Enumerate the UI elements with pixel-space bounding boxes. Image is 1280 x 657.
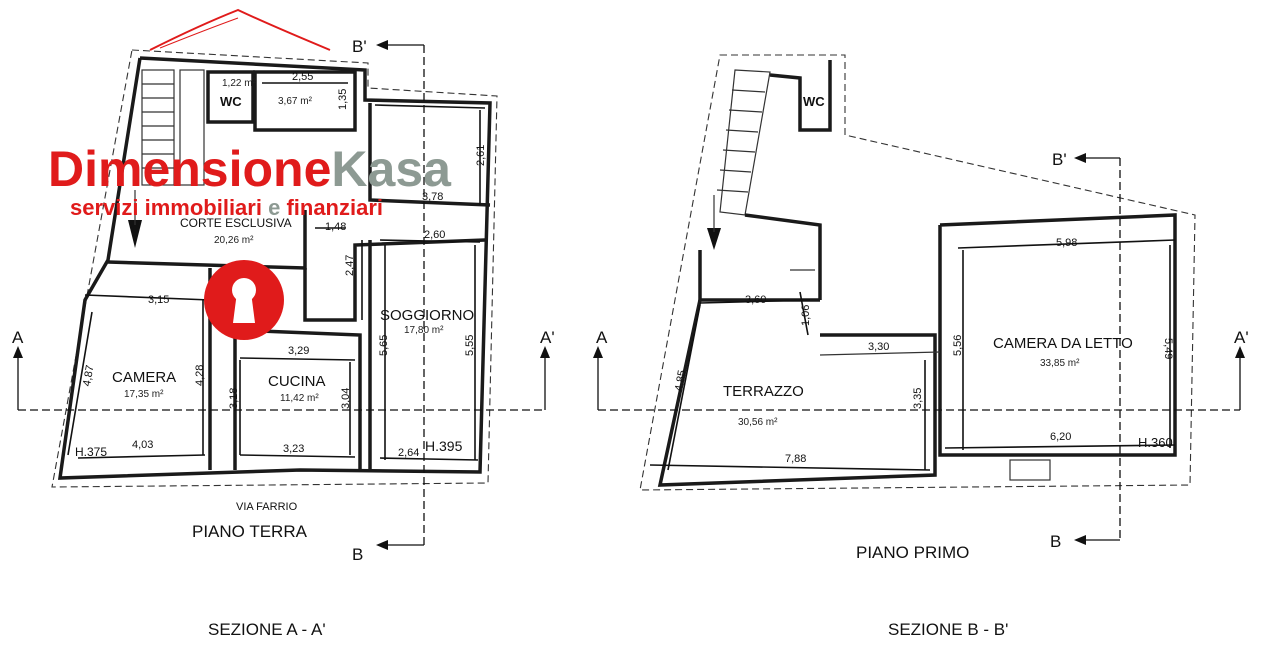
section-mark-a: A <box>12 328 24 347</box>
room-corte-area: 20,26 m² <box>214 235 254 246</box>
brand-name: DimensioneKasa <box>48 141 452 197</box>
room-cucina-name: CUCINA <box>268 373 326 390</box>
staircase <box>128 69 205 248</box>
room-terrazzo-name: TERRAZZO <box>723 383 804 400</box>
section-mark-a-first: A <box>596 328 608 347</box>
brand-tagline: servizi immobiliari e finanziari <box>70 195 383 220</box>
room-bedroom-area: 33,85 m² <box>1040 358 1080 369</box>
dim-6-20: 6,20 <box>1050 431 1071 443</box>
dim-5-65: 5,65 <box>378 335 390 356</box>
room-terrazzo-area: 30,56 m² <box>738 417 778 428</box>
dim-2-61: 2,61 <box>475 145 487 166</box>
height-h395: H.395 <box>425 438 463 454</box>
dim-2-47: 2,47 <box>344 255 356 276</box>
bath-area: 3,67 m² <box>278 96 313 107</box>
wc-label: WC <box>220 94 242 109</box>
dim-5-56: 5,56 <box>952 335 964 356</box>
dim-5-98: 5,98 <box>1056 237 1077 249</box>
dim-1-06: 1,06 <box>800 305 812 326</box>
section-mark-b-first: B <box>1050 532 1061 551</box>
section-mark-b-prime: B' <box>352 37 367 56</box>
section-mark-b-prime-first: B' <box>1052 150 1067 169</box>
room-camera-name: CAMERA <box>112 369 176 386</box>
brand-watermark: DimensioneKasa servizi immobiliari e fin… <box>48 141 452 220</box>
dim-4-28: 4,28 <box>194 365 206 386</box>
dim-5-55: 5,55 <box>464 335 476 356</box>
staircase-first <box>707 69 771 250</box>
dim-1-48: 1,48 <box>325 221 346 233</box>
dim-3-23: 3,23 <box>283 443 304 455</box>
property-outline-first <box>639 54 1196 491</box>
logo-roof-arc <box>149 8 331 51</box>
room-soggiorno-area: 17,80 m² <box>404 325 444 336</box>
section-caption-a: SEZIONE A - A' <box>208 620 326 639</box>
height-h375: H.375 <box>75 445 107 459</box>
dim-3-15: 3,15 <box>148 294 169 306</box>
small-room-area: 1,22 m² <box>222 78 257 89</box>
section-caption-b: SEZIONE B - B' <box>888 620 1008 639</box>
section-mark-a-prime: A' <box>540 328 555 347</box>
room-cucina-area: 11,42 m² <box>280 393 319 404</box>
dim-5-49: 5,49 <box>1162 338 1174 359</box>
section-mark-a-prime-first: A' <box>1234 328 1249 347</box>
room-corte-name: CORTE ESCLUSIVA <box>180 216 292 230</box>
room-camera-area: 17,35 m² <box>124 389 164 400</box>
wc-label-first: WC <box>803 94 825 109</box>
keyhole-logo <box>204 260 284 340</box>
dim-7-88: 7,88 <box>785 453 806 465</box>
ground-floor-plan: WC 1,22 m² 3,67 m² 2,55 1,35 <box>12 8 555 639</box>
room-bedroom-name: CAMERA DA LETTO <box>993 335 1133 352</box>
dim-2-60: 2,60 <box>424 229 445 241</box>
dim-3-30: 3,30 <box>868 341 889 353</box>
dim-1-35: 1,35 <box>337 89 349 110</box>
room-soggiorno-name: SOGGIORNO <box>380 307 474 324</box>
dim-2-55: 2,55 <box>292 71 313 83</box>
floor-title-first: PIANO PRIMO <box>856 543 969 562</box>
dim-3-35: 3,35 <box>912 388 924 409</box>
dim-3-29: 3,29 <box>288 345 309 357</box>
section-mark-b: B <box>352 545 363 564</box>
street-label: VIA FARRIO <box>236 501 298 513</box>
floor-title-ground: PIANO TERRA <box>192 522 308 541</box>
dim-3-04: 3,04 <box>340 388 352 409</box>
first-floor-plan: WC B' B A A' TERRAZZO <box>593 54 1249 639</box>
dim-4-03: 4,03 <box>132 439 153 451</box>
dim-4-85: 4,85 <box>673 369 689 392</box>
logo-roof-arc-inner <box>159 17 239 49</box>
dim-2-64: 2,64 <box>398 447 419 459</box>
height-h360: H.360 <box>1138 435 1173 450</box>
dim-3-18: 3,18 <box>228 388 240 409</box>
outer-wall <box>57 56 492 480</box>
dim-3-78: 3,78 <box>422 191 443 203</box>
dim-4-87: 4,87 <box>81 364 97 387</box>
dim-3-60: 3,60 <box>745 294 766 306</box>
property-outline <box>51 49 498 488</box>
